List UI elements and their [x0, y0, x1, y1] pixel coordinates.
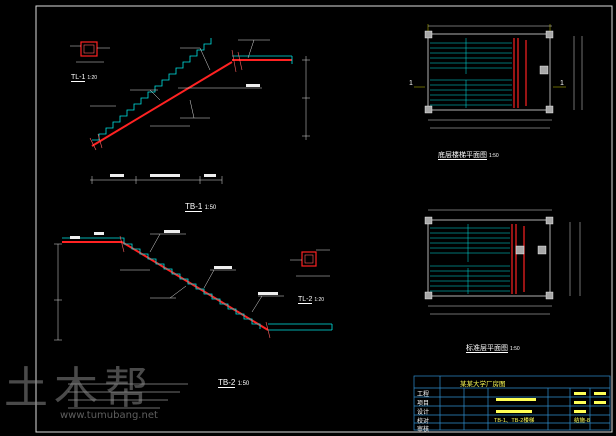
watermark-url: www.tumubang.net: [60, 410, 158, 421]
tl2-detail: [290, 249, 330, 277]
title-block-drawing-no: 结施-8: [574, 418, 590, 424]
plan-top-title: 底层楼梯平面图 1:50: [438, 150, 499, 160]
tb2-scale: 1:50: [237, 381, 250, 387]
tb-row-0: 工程: [417, 392, 430, 398]
sheet-frame: [35, 5, 613, 433]
tb2-title: TB-2 1:50: [218, 378, 250, 388]
notes-lines: [68, 383, 188, 409]
title-block: [413, 375, 611, 431]
tb-row-1: 项目: [417, 401, 430, 407]
watermark-brand: 土木帮: [4, 363, 154, 414]
plan-bottom: [424, 209, 581, 315]
title-block-header: 某某大学厂房图: [460, 381, 506, 388]
tb2-slab: [121, 241, 269, 331]
plan-bottom-title: 标准层平面图 1:50: [466, 343, 520, 353]
axis-mark-right: 1: [560, 80, 564, 87]
tl2-name: TL-2: [298, 296, 313, 304]
title-block-fill: [496, 392, 606, 413]
title-block-drawing-name: TB-1、TB-2楼梯: [494, 418, 535, 424]
tl2-label: TL-2 1:20: [298, 296, 325, 304]
tb-row-3: 校对: [417, 419, 430, 425]
tl2-scale: 1:20: [314, 297, 325, 303]
plan-top-scale: 1:50: [488, 153, 499, 159]
axis-mark-left: 1: [409, 80, 413, 87]
plan-top: [414, 24, 583, 129]
tl1-scale: 1:20: [87, 75, 98, 81]
tb1-slab: [91, 61, 233, 147]
tb2-section: [54, 230, 333, 341]
tb1-title: TB-1 1:50: [185, 202, 217, 212]
plan-top-label: 底层楼梯平面图: [438, 152, 487, 160]
plan-bottom-scale: 1:50: [509, 346, 520, 352]
tl1-label: TL-1 1:20: [71, 74, 98, 82]
tb1-scale: 1:50: [204, 205, 217, 211]
tl1-name: TL-1: [71, 74, 86, 82]
tb1-section: [89, 38, 310, 184]
tb2-steps: [62, 237, 261, 329]
tb1-steps: [92, 38, 212, 141]
tb-row-4: 审核: [417, 427, 430, 433]
plan-bottom-label: 标准层平面图: [466, 345, 508, 353]
tb-row-2: 设计: [417, 410, 430, 416]
tb1-name: TB-1: [185, 202, 203, 212]
tb2-name: TB-2: [218, 378, 236, 388]
tl1-detail: [70, 41, 110, 63]
